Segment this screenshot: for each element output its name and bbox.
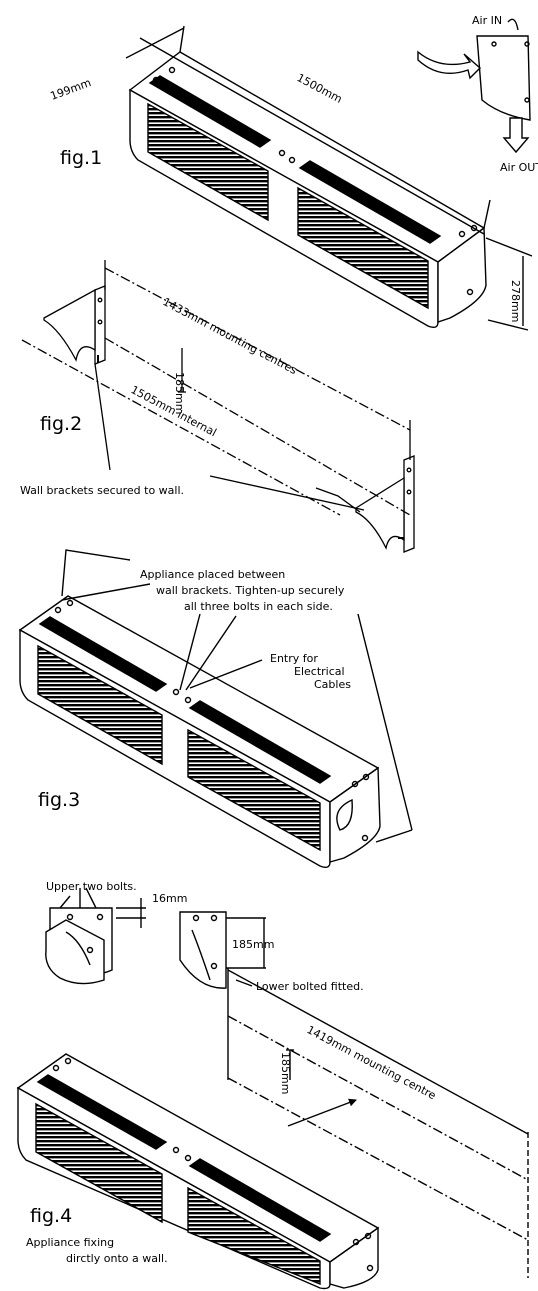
fig1-length-dimension: 1500mm bbox=[295, 71, 345, 106]
fig2-caption: fig.2 bbox=[40, 413, 82, 435]
fig2-vertical-dimension: 185mm bbox=[173, 372, 186, 414]
air-out-label: Air OUT bbox=[500, 161, 538, 174]
fig3-lower-bolt: Lower bolted fitted. bbox=[256, 980, 364, 993]
fig1-depth-dimension: 199mm bbox=[49, 76, 93, 103]
fig4-unit bbox=[16, 968, 529, 1290]
fig3-entry-line3: Cables bbox=[314, 678, 351, 691]
fig3-note-line2: wall brackets. Tighten-up securely bbox=[156, 584, 345, 597]
fig3-note-line1: Appliance placed between bbox=[140, 568, 285, 581]
fig1-height-dimension: 278mm bbox=[509, 280, 522, 322]
fig3-upper-bolts: Upper two bolts. bbox=[46, 880, 137, 893]
fig1-caption: fig.1 bbox=[60, 147, 102, 169]
fig4-mounting-dimension: 1419mm mounting centre bbox=[305, 1023, 439, 1102]
air-in-label: Air IN bbox=[472, 14, 502, 27]
fig3-entry-line1: Entry for bbox=[270, 652, 318, 665]
fig3-entry-line2: Electrical bbox=[294, 665, 345, 678]
fig4-note-line1: Appliance fixing bbox=[26, 1236, 114, 1249]
fig1-unit bbox=[125, 18, 533, 331]
fig4-note-line2: dirctly onto a wall. bbox=[66, 1252, 168, 1265]
fig3-caption: fig.3 bbox=[38, 789, 80, 811]
fig2-brackets bbox=[21, 260, 415, 553]
fig4-caption: fig.4 bbox=[30, 1205, 72, 1227]
fig2-note: Wall brackets secured to wall. bbox=[20, 484, 184, 497]
fig3-gap-dimension: 16mm bbox=[152, 892, 187, 905]
fig3-unit bbox=[18, 549, 413, 989]
fig4-vertical-dimension: 185mm bbox=[279, 1052, 292, 1094]
fig3-note-line3: all three bolts in each side. bbox=[184, 600, 333, 613]
fig3-vertical-dimension: 185mm bbox=[232, 938, 274, 951]
